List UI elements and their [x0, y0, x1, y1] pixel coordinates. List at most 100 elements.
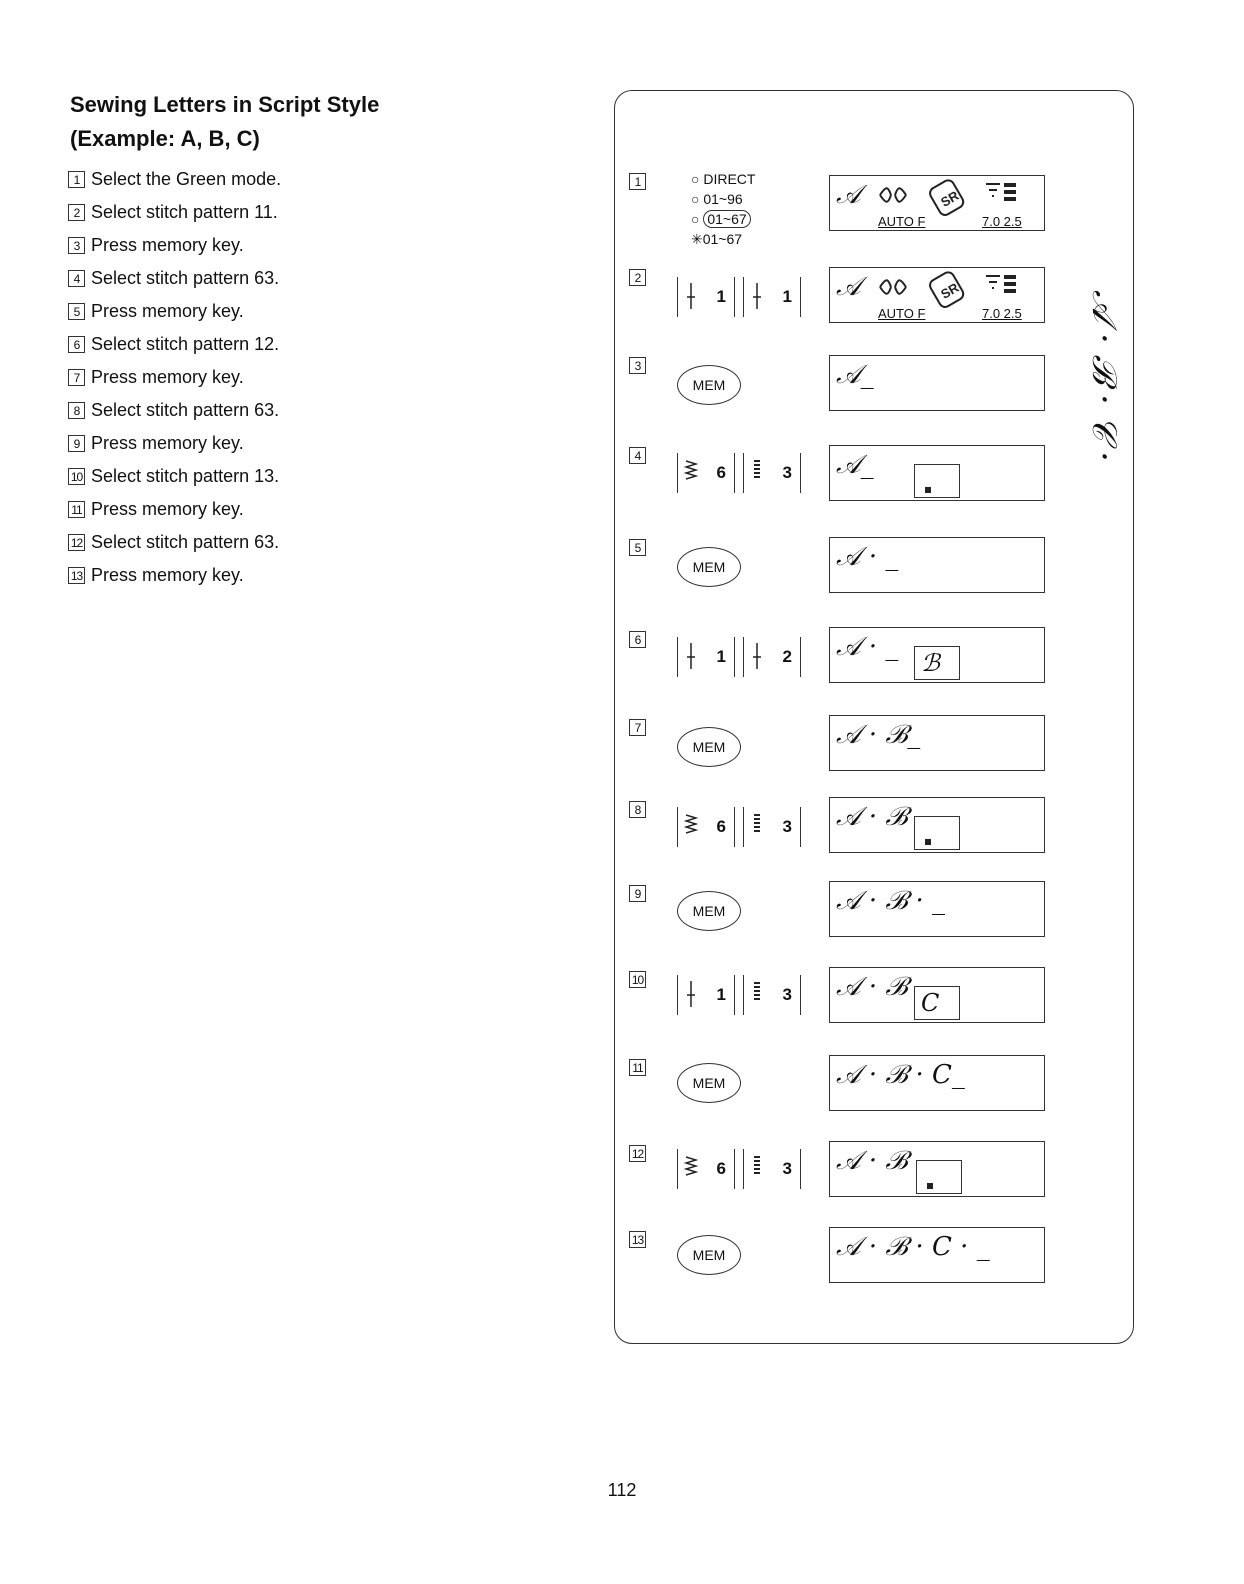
lcd-text: 𝒜 · ℬ: [836, 802, 908, 832]
pattern-key-left[interactable]: 1: [677, 637, 735, 677]
step-number: 10: [68, 468, 85, 485]
straight-stitch-icon: [687, 283, 695, 309]
memory-key-wrap: MEM: [677, 1235, 741, 1275]
pattern-key-left[interactable]: 1: [677, 975, 735, 1015]
pattern-key-right[interactable]: 3: [743, 1149, 801, 1189]
step-number: 9: [68, 435, 85, 452]
lcd-text: 𝒜 · ℬ: [836, 972, 908, 1002]
pattern-key-right[interactable]: 1: [743, 277, 801, 317]
memory-key[interactable]: MEM: [677, 365, 741, 405]
mode-star-01-67[interactable]: ✳01~67: [691, 231, 743, 247]
pattern-key-left[interactable]: 6: [677, 1149, 735, 1189]
step-text: Select stitch pattern 13.: [91, 466, 280, 486]
step-text: Press memory key.: [91, 499, 244, 519]
memory-key[interactable]: MEM: [677, 1063, 741, 1103]
step-number: 8: [68, 402, 85, 419]
row-number: 10: [629, 971, 646, 988]
step-number: 6: [68, 336, 85, 353]
key-digit: 3: [782, 985, 792, 1004]
page-heading: Sewing Letters in Script Style (Example:…: [70, 88, 379, 156]
lcd-display: 𝒜 · ℬ · C · _: [829, 1227, 1045, 1283]
dot-icon: [925, 839, 931, 845]
lcd-display: 𝒜 · ℬ C: [829, 967, 1045, 1023]
lcd-text: 𝒜 · ℬ · C · _: [836, 1232, 990, 1262]
pattern-key-right[interactable]: 3: [743, 975, 801, 1015]
key-digit: 3: [782, 463, 792, 482]
pattern-key-left[interactable]: 6: [677, 453, 735, 493]
mode-01-96[interactable]: ○ 01~96: [691, 191, 743, 207]
presser-foot-icon: SR: [929, 179, 965, 216]
row-number: 6: [629, 631, 646, 648]
presser-foot-icon: SR: [929, 271, 965, 308]
width-length-values: 7.0 2.5: [982, 214, 1022, 229]
lcd-text: 𝒜: [836, 180, 861, 210]
step-text: Select stitch pattern 11.: [91, 202, 278, 222]
straight-stitch-icon: [753, 643, 761, 669]
step-number: 7: [68, 369, 85, 386]
satin-stitch-icon: [754, 460, 760, 478]
row-number: 3: [629, 357, 646, 374]
satin-stitch-icon: [754, 814, 760, 832]
tension-bars-icon: [986, 183, 1016, 201]
memory-key[interactable]: MEM: [677, 547, 741, 587]
mode-direct[interactable]: ○ DIRECT: [691, 171, 756, 187]
step-text: Select the Green mode.: [91, 169, 282, 189]
step-text: Press memory key.: [91, 301, 244, 321]
memory-key[interactable]: MEM: [677, 891, 741, 931]
pattern-key-left[interactable]: 1: [677, 277, 735, 317]
step-text: Select stitch pattern 12.: [91, 334, 280, 354]
row-number: 2: [629, 269, 646, 286]
key-digit: 2: [782, 647, 792, 666]
step-number: 2: [68, 204, 85, 221]
lcd-display: 𝒜 · ℬ_: [829, 715, 1045, 771]
key-digit: 1: [716, 985, 726, 1004]
pattern-keys: 6 3: [677, 807, 801, 847]
step-text: Press memory key.: [91, 367, 244, 387]
step-text: Select stitch pattern 63.: [91, 400, 280, 420]
lcd-display: 𝒜 SR AUTO F 7.0 2.5: [829, 175, 1045, 231]
row-number: 4: [629, 447, 646, 464]
vertical-sample: 𝒜 · ℬ · 𝒞 ·: [1084, 290, 1128, 510]
lcd-display: 𝒜 · ℬ: [829, 1141, 1045, 1197]
pattern-keys: 6 3: [677, 1149, 801, 1189]
lcd-text: 𝒜_: [836, 450, 874, 480]
lcd-text: 𝒜 · ℬ · _: [836, 886, 946, 916]
row-number: 7: [629, 719, 646, 736]
row-number: 1: [629, 173, 646, 190]
key-digit: 3: [782, 1159, 792, 1178]
stitch-icon: [879, 187, 907, 203]
pattern-key-left[interactable]: 6: [677, 807, 735, 847]
key-digit: 6: [716, 817, 726, 836]
memory-key[interactable]: MEM: [677, 727, 741, 767]
row-number: 13: [629, 1231, 646, 1248]
lcd-display: 𝒜_: [829, 445, 1045, 501]
pattern-key-right[interactable]: 2: [743, 637, 801, 677]
cursor-box: [914, 464, 960, 498]
pattern-keys: 1 3: [677, 975, 801, 1015]
memory-key-wrap: MEM: [677, 547, 741, 587]
pattern-key-right[interactable]: 3: [743, 453, 801, 493]
satin-stitch-icon: [754, 982, 760, 1000]
lcd-display: 𝒜_: [829, 355, 1045, 411]
step-number: 13: [68, 567, 85, 584]
row-number: 11: [629, 1059, 646, 1076]
mode-list: ○ DIRECT ○ 01~96 ○ 01~67 ✳01~67: [691, 169, 755, 249]
key-digit: 1: [716, 287, 726, 306]
step-text: Press memory key.: [91, 235, 244, 255]
mode-01-67-selected[interactable]: ○ 01~67: [691, 209, 755, 229]
pattern-key-right[interactable]: 3: [743, 807, 801, 847]
key-digit: 6: [716, 463, 726, 482]
pattern-keys: 1 2: [677, 637, 801, 677]
straight-stitch-icon: [687, 981, 695, 1007]
stitch-icon: [879, 279, 907, 295]
pattern-keys: 1 1: [677, 277, 801, 317]
mode-prefix: ○: [691, 211, 704, 227]
lcd-text: 𝒜 · _: [836, 632, 899, 662]
memory-key[interactable]: MEM: [677, 1235, 741, 1275]
mode-selected-label: 01~67: [703, 210, 751, 228]
tension-bars-icon: [986, 275, 1016, 293]
